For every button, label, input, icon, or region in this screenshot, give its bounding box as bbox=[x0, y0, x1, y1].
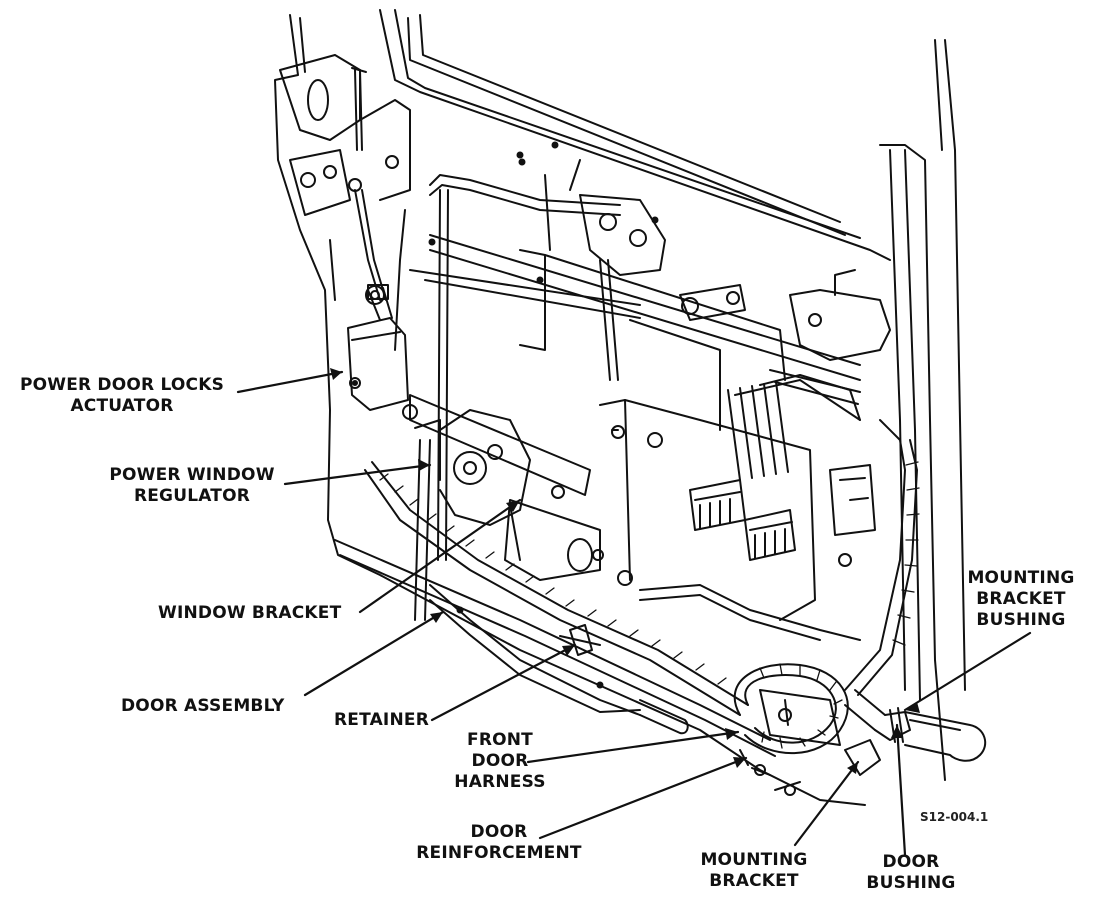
label-door-bushing: DOOR BUSHING bbox=[858, 852, 964, 894]
leader-door-reinforcement bbox=[538, 756, 748, 840]
label-line: POWER DOOR LOCKS bbox=[19, 375, 225, 395]
label-door-reinforcement: DOOR REINFORCEMENT bbox=[410, 822, 588, 864]
label-line: BRACKET bbox=[709, 871, 799, 891]
leader-retainer bbox=[430, 643, 577, 722]
label-line: ACTUATOR bbox=[70, 396, 174, 416]
door-reinforcement-drawing bbox=[739, 689, 881, 796]
label-line: DOOR bbox=[470, 822, 528, 842]
leader-front-door-harness bbox=[526, 730, 740, 764]
label-power-door-locks-actuator: POWER DOOR LOCKS ACTUATOR bbox=[6, 375, 238, 417]
figure-id: S12-004.1 bbox=[920, 810, 989, 824]
front-door-harness-drawing bbox=[364, 374, 920, 755]
leader-mounting-bracket-bushing bbox=[903, 631, 1032, 712]
label-line: BUSHING bbox=[866, 873, 956, 893]
door-bushing-drawing bbox=[429, 584, 987, 762]
lock-actuator-drawing bbox=[347, 284, 409, 411]
label-line: MOUNTING bbox=[700, 850, 808, 870]
label-power-window-regulator: POWER WINDOW REGULATOR bbox=[98, 465, 286, 507]
leader-power-window-regulator bbox=[283, 463, 432, 486]
panel-fasteners bbox=[428, 158, 604, 689]
leader-window-bracket bbox=[358, 498, 522, 614]
label-door-assembly: DOOR ASSEMBLY bbox=[121, 696, 285, 717]
leader-arrowheads bbox=[330, 368, 920, 774]
label-line: DOOR bbox=[471, 751, 529, 771]
label-line: HARNESS bbox=[454, 772, 546, 792]
label-line: BUSHING bbox=[976, 610, 1066, 630]
leader-power-door-locks-actuator bbox=[236, 370, 344, 394]
label-line: WINDOW BRACKET bbox=[158, 603, 342, 623]
label-line: BRACKET bbox=[976, 589, 1066, 609]
label-line: MOUNTING bbox=[967, 568, 1075, 588]
label-window-bracket: WINDOW BRACKET bbox=[158, 603, 341, 624]
label-line: POWER WINDOW bbox=[109, 465, 275, 485]
outside-handle-linkage bbox=[516, 141, 746, 381]
latch-linkage bbox=[289, 67, 399, 305]
leader-mounting-bracket bbox=[793, 760, 860, 847]
label-line: DOOR bbox=[882, 852, 940, 872]
label-mounting-bracket: MOUNTING BRACKET bbox=[690, 850, 818, 892]
label-front-door-harness: FRONT DOOR HARNESS bbox=[452, 730, 548, 793]
label-line: REINFORCEMENT bbox=[416, 843, 582, 863]
label-line: REGULATOR bbox=[133, 486, 251, 506]
label-line: FRONT bbox=[467, 730, 533, 750]
label-line: DOOR ASSEMBLY bbox=[121, 696, 285, 716]
leader-lines bbox=[236, 370, 1032, 857]
door-inner-panel bbox=[274, 9, 966, 806]
leader-door-bushing bbox=[895, 723, 907, 857]
connector-module-drawing bbox=[624, 319, 876, 641]
label-retainer: RETAINER bbox=[334, 710, 429, 731]
leader-door-assembly bbox=[303, 610, 445, 697]
label-line: RETAINER bbox=[334, 710, 429, 730]
lock-rods bbox=[394, 174, 641, 561]
label-mounting-bracket-bushing: MOUNTING BRACKET BUSHING bbox=[955, 568, 1087, 631]
retainer-drawing bbox=[559, 624, 601, 656]
